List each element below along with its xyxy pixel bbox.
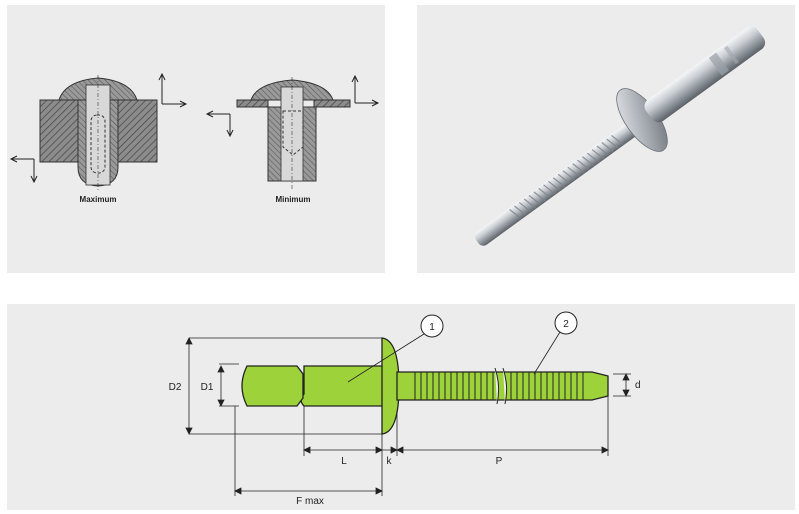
dim-p: P xyxy=(496,456,503,467)
dim-l: L xyxy=(341,456,347,467)
rivet-photo xyxy=(474,26,766,246)
callout-1: 1 xyxy=(420,314,444,338)
grip-range-panel: Maximum Minimum xyxy=(7,5,385,273)
callout-1-label: 1 xyxy=(429,322,435,333)
rivet-body xyxy=(241,337,609,435)
maximum-section: Maximum xyxy=(9,72,188,204)
dimension-drawing: 1 2 D2 D1 L k P F max d xyxy=(169,311,641,507)
maximum-caption: Maximum xyxy=(80,195,117,204)
dim-d: d xyxy=(635,380,641,391)
dim-d2: D2 xyxy=(169,382,182,393)
callout-2-label: 2 xyxy=(563,319,569,330)
grip-range-diagram: Maximum Minimum xyxy=(9,72,380,204)
minimum-caption: Minimum xyxy=(275,195,310,204)
dimension-drawing-panel: 1 2 D2 D1 L k P F max d xyxy=(7,304,795,510)
dim-d1: D1 xyxy=(201,382,214,393)
callout-2: 2 xyxy=(554,311,578,335)
rivet-photo-panel xyxy=(417,5,795,273)
dim-k: k xyxy=(387,456,393,467)
minimum-section: Minimum xyxy=(205,74,380,204)
dim-f-max: F max xyxy=(296,496,324,507)
